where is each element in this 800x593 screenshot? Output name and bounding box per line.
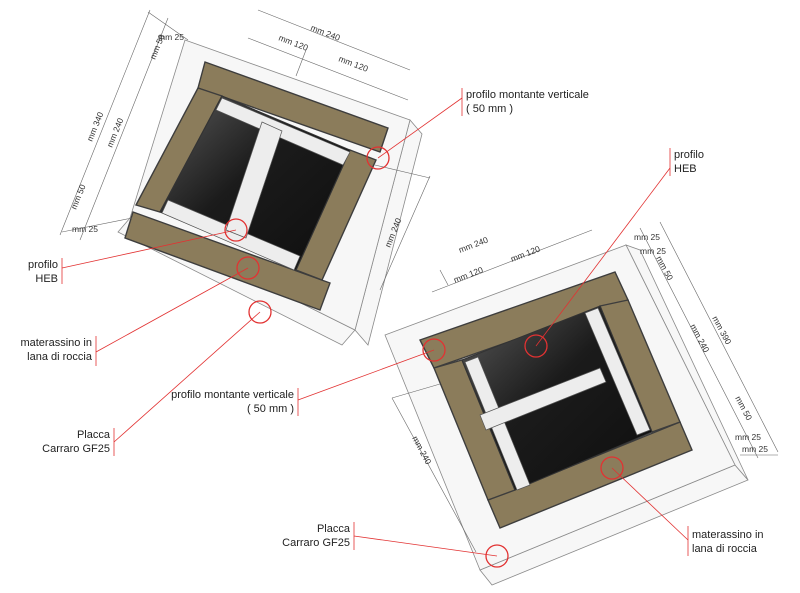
label-materassino-left-1: materassino in <box>20 337 92 349</box>
label-profilo-montante-lower-2: ( 50 mm ) <box>247 403 294 415</box>
left-dim-50-top: mm 50 <box>148 33 167 61</box>
right-dim-390: mm 390 <box>710 314 733 346</box>
left-dim-25-side: mm 25 <box>72 224 98 234</box>
left-wool-bottom <box>124 211 331 311</box>
right-wool-bottom <box>487 421 693 529</box>
right-dim-25-d: mm 25 <box>742 444 768 454</box>
left-dim-240-top: mm 240 <box>309 23 342 43</box>
right-dim-240-side: mm 240 <box>688 322 711 354</box>
label-heb-right-1: profilo <box>674 149 704 161</box>
left-column-section <box>117 39 423 346</box>
left-dimension-lines <box>59 9 431 291</box>
label-heb-left-1: profilo <box>28 259 58 271</box>
label-heb-left-2: HEB <box>35 273 58 285</box>
left-dim-120-a: mm 120 <box>277 33 310 53</box>
right-callout-stud <box>422 338 446 362</box>
left-dim-25-top: mm 25 <box>158 32 184 42</box>
right-dim-120-b: mm 120 <box>509 243 542 263</box>
label-heb-right-2: HEB <box>674 163 697 175</box>
right-heb-flange-right <box>584 307 651 436</box>
right-heb-web <box>479 367 607 431</box>
right-column-section <box>384 244 749 586</box>
right-dim-240-top: mm 240 <box>457 234 490 254</box>
left-callout-stud <box>366 146 390 170</box>
left-dim-120-b: mm 120 <box>337 54 370 74</box>
label-placca-right-2: Carraro GF25 <box>282 537 350 549</box>
right-dim-25-a: mm 25 <box>634 232 660 242</box>
left-dim-50-side: mm 50 <box>69 183 88 211</box>
label-placca-right-1: Placca <box>317 523 351 535</box>
right-dim-25-c: mm 25 <box>735 432 761 442</box>
left-callout-heb <box>224 218 248 242</box>
label-placca-left-2: Carraro GF25 <box>42 443 110 455</box>
label-materassino-right-1: materassino in <box>692 529 764 541</box>
callout-leaders <box>61 88 689 568</box>
left-wool-top <box>197 61 389 153</box>
right-dim-120-a: mm 120 <box>452 264 485 284</box>
left-dim-340: mm 340 <box>85 110 106 142</box>
left-callout-board <box>248 300 272 324</box>
callout-labels: profilo montante verticale ( 50 mm ) pro… <box>20 89 763 555</box>
label-profilo-montante-lower-1: profilo montante verticale <box>171 389 294 401</box>
label-profilo-montante-top-1: profilo montante verticale <box>466 89 589 101</box>
right-dim-25-b: mm 25 <box>640 246 666 256</box>
right-callout-board <box>485 544 509 568</box>
label-materassino-left-2: lana di roccia <box>27 351 93 363</box>
right-callout-wool <box>600 456 624 480</box>
left-callout-wool <box>236 256 260 280</box>
right-callout-heb <box>524 334 548 358</box>
right-dim-50-top: mm 50 <box>654 254 675 282</box>
left-heb-flange-bottom <box>161 199 301 271</box>
right-dimension-lines <box>391 221 779 553</box>
label-placca-left-1: Placca <box>77 429 111 441</box>
label-materassino-right-2: lana di roccia <box>692 543 758 555</box>
left-heb-flange-top <box>215 97 351 166</box>
label-profilo-montante-top-2: ( 50 mm ) <box>466 103 513 115</box>
left-heb-web <box>225 121 283 239</box>
right-dim-50-side: mm 50 <box>733 394 754 422</box>
